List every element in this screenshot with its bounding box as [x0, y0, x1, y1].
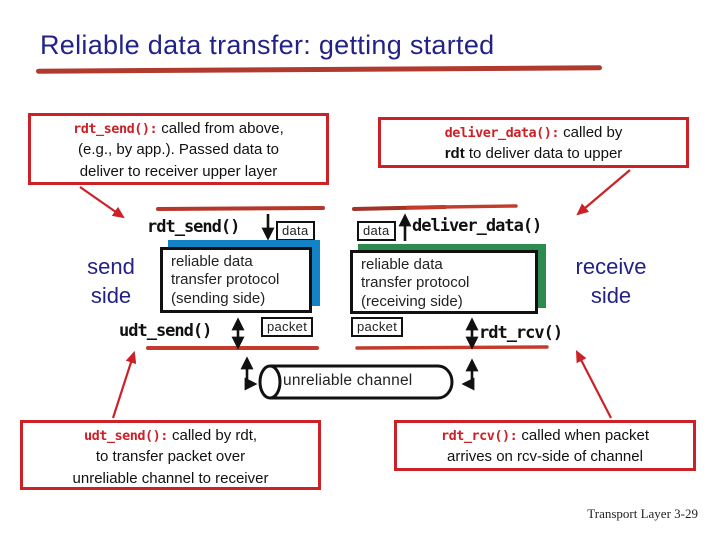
packet-tag-receive: packet [351, 317, 404, 337]
side-label-line: send [87, 254, 135, 279]
callout-line: rdt to deliver data to upper [385, 143, 682, 164]
callout-line: rdt_send(): called from above, [35, 118, 322, 139]
callout-line: (e.g., by app.). Passed data to [78, 141, 279, 159]
rdt-send-call-label: rdt_send() [147, 217, 240, 237]
callout-line: udt_send(): called by rdt, [27, 425, 314, 446]
callout-line: deliver_data(): called by [385, 122, 682, 143]
callout-line: to transfer packet over [95, 448, 246, 466]
code-rdt-rcv: rdt_rcv(): [440, 428, 518, 444]
slide-title: Reliable data transfer: getting started [40, 30, 495, 60]
code-deliver-data: deliver_data(): [444, 125, 560, 141]
callout-text: called from above, [157, 120, 284, 137]
receive-side-label: receive side [553, 253, 669, 310]
code-rdt-send: rdt_send(): [73, 121, 158, 137]
callout-line: rdt_rcv(): called when packet [401, 425, 689, 446]
proto-line: transfer protocol [361, 274, 470, 292]
callout-rdt-send: rdt_send(): called from above, (e.g., by… [28, 113, 329, 185]
proto-line: reliable data [171, 253, 253, 270]
unreliable-channel-label: unreliable channel [283, 372, 413, 389]
callout-text: to deliver data to upper [464, 145, 623, 163]
slide-footer: Transport Layer 3-29 [587, 506, 698, 521]
rdt-rcv-call-label: rdt_rcv() [479, 323, 563, 343]
proto-line: transfer protocol [171, 271, 280, 289]
callout-bold-text: rdt [444, 145, 465, 163]
callout-line: arrives on rcv-side of channel [447, 448, 643, 466]
callout-rdt-rcv: rdt_rcv(): called when packet arrives on… [394, 420, 696, 471]
deliver-data-call-label: deliver_data() [412, 216, 542, 236]
side-label-line: receive [575, 254, 647, 279]
udt-send-call-label: udt_send() [119, 321, 212, 341]
callout-text: called by rdt, [167, 427, 258, 444]
send-protocol-box: reliable data transfer protocol (sending… [160, 247, 312, 313]
title-underline [35, 65, 603, 74]
callout-udt-send: udt_send(): called by rdt, to transfer p… [20, 420, 321, 490]
send-side-label: send side [76, 253, 146, 310]
proto-line: reliable data [361, 256, 443, 273]
data-tag-send: data [276, 221, 315, 241]
packet-tag-send: packet [261, 317, 314, 337]
proto-line: (receiving side) [361, 292, 463, 310]
code-udt-send: udt_send(): [83, 428, 168, 444]
proto-line: (sending side) [171, 289, 266, 307]
callout-line: unreliable channel to receiver [72, 469, 269, 487]
receive-protocol-box: reliable data transfer protocol (receivi… [350, 250, 538, 314]
data-tag-receive: data [357, 221, 396, 241]
callout-deliver-data: deliver_data(): called by rdt to deliver… [378, 117, 689, 168]
side-label-line: side [90, 282, 132, 308]
callout-text: called by [559, 124, 623, 141]
side-label-line: side [590, 282, 632, 308]
callout-text: called when packet [517, 427, 650, 444]
callout-line: deliver to receiver upper layer [79, 162, 278, 180]
